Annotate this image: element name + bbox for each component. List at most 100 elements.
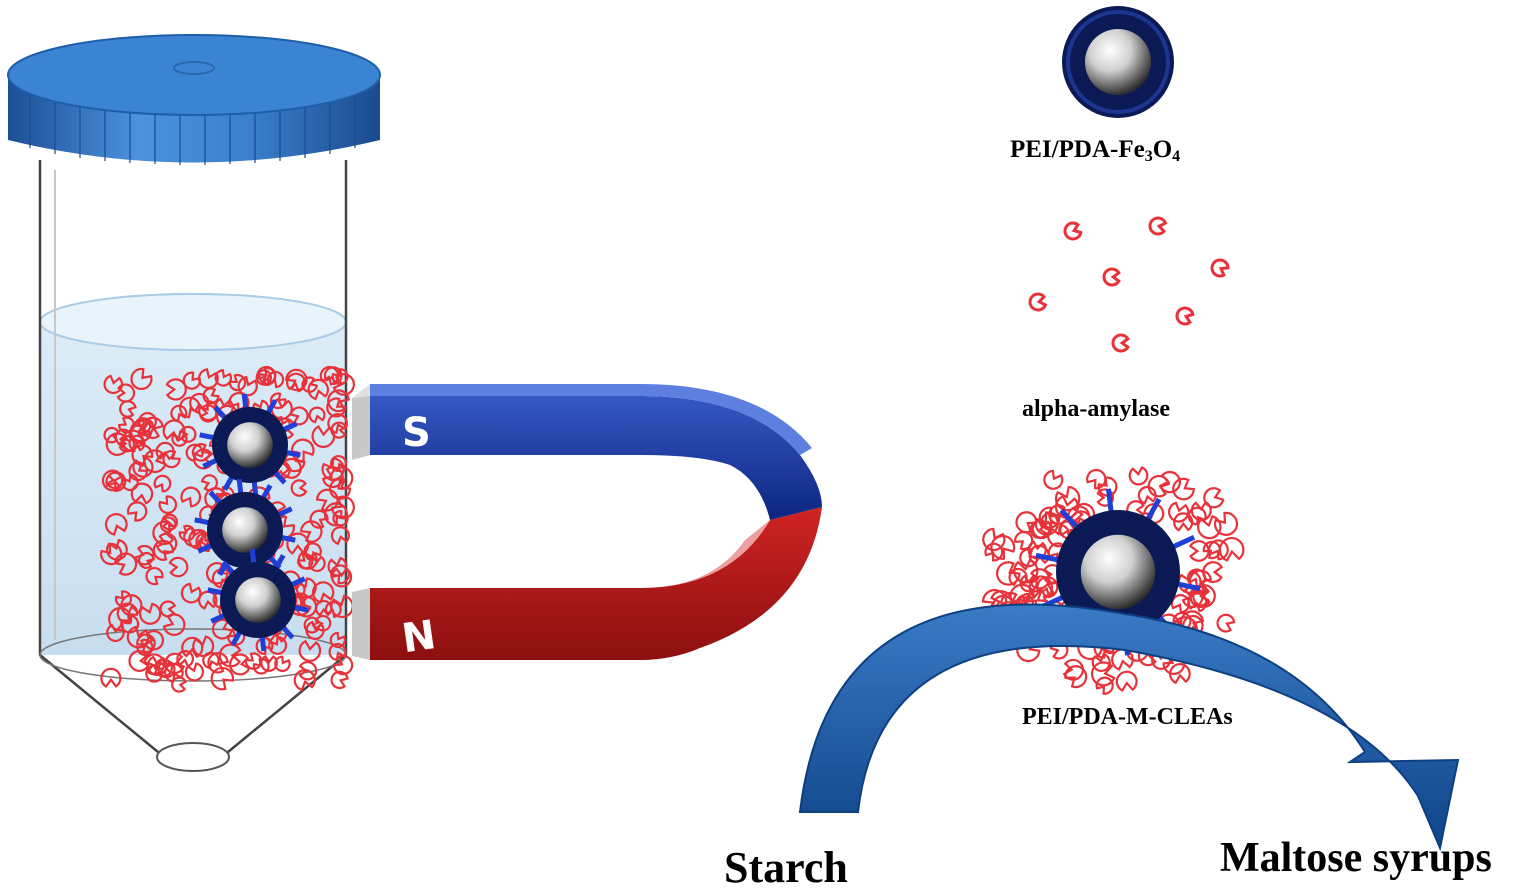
core-shell-nanoparticle-icon	[194, 478, 296, 582]
enzyme-icon	[252, 657, 270, 675]
enzyme-icon	[1208, 539, 1229, 561]
enzyme-icon	[266, 370, 285, 389]
enzyme-icon	[1015, 511, 1038, 534]
enzyme-icon	[255, 369, 272, 386]
enzyme-icon	[1102, 267, 1121, 287]
tube-nanoparticle-cluster	[194, 393, 309, 652]
enzyme-icon	[1046, 523, 1071, 548]
enzyme-icon	[100, 667, 122, 688]
enzyme-icon	[1028, 292, 1048, 312]
enzyme-icon	[237, 375, 258, 397]
enzyme-icon	[121, 473, 139, 492]
enzyme-icon	[244, 652, 263, 670]
substrate-label: Starch	[724, 843, 848, 892]
enzyme-icon	[145, 566, 164, 586]
enzyme-icon	[298, 639, 322, 662]
enzyme-icon	[1095, 676, 1114, 695]
enzyme-icon	[158, 495, 178, 514]
enzyme-icon	[1063, 221, 1083, 241]
enzyme-icon	[1148, 216, 1168, 236]
particle-label: PEI/PDA-Fe3O4	[1010, 136, 1181, 165]
cleas-label: PEI/PDA-M-CLEAs	[1022, 704, 1233, 730]
enzyme-icon	[1048, 504, 1069, 525]
enzyme-icon	[162, 450, 181, 469]
enzyme-icon	[301, 376, 318, 393]
enzyme-icon	[119, 400, 137, 418]
enzyme-icon	[1064, 665, 1088, 689]
enzyme-icon	[1203, 487, 1225, 509]
enzyme-icon	[179, 425, 197, 443]
magnet-north-label: N	[399, 612, 439, 662]
enzyme-icon	[114, 428, 133, 446]
enzyme-icon	[105, 471, 127, 493]
enzyme-icon	[202, 651, 220, 670]
enzyme-icon	[176, 650, 194, 668]
enzyme-icon	[116, 383, 136, 403]
clea-nanoparticle-icon	[1035, 488, 1201, 656]
enzyme-icon	[210, 666, 235, 691]
enzyme-icon	[1028, 575, 1054, 599]
enzyme-icon	[319, 365, 340, 386]
enzyme-icon	[178, 524, 196, 542]
enzyme-icon	[330, 670, 349, 690]
enzyme-icon	[314, 614, 332, 632]
enzyme-icon	[298, 661, 318, 681]
enzyme-icon	[182, 371, 201, 390]
enzyme-icon	[330, 564, 351, 585]
enzyme-icon	[1038, 506, 1061, 529]
enzyme-icon	[1202, 561, 1224, 583]
enzyme-icon	[128, 650, 150, 672]
enzyme-icon	[270, 397, 293, 420]
enzyme-icon	[164, 662, 184, 683]
enzyme-icon	[1128, 466, 1149, 486]
enzyme-icon	[229, 653, 251, 676]
enzyme-icon	[193, 448, 214, 470]
enzyme-icon	[1096, 488, 1115, 507]
enzyme-icon	[330, 421, 348, 439]
enzyme-icon	[1086, 468, 1107, 490]
enzyme-icon	[180, 486, 202, 508]
enzyme-icon	[120, 614, 140, 634]
enzyme-icon	[1168, 501, 1190, 523]
enzyme-icon	[128, 434, 146, 452]
enzyme-icon	[996, 561, 1021, 586]
enzyme-icon	[331, 368, 349, 386]
enzyme-icon	[1188, 540, 1210, 562]
enzyme-icon	[315, 599, 333, 617]
enzyme-icon	[1029, 568, 1051, 590]
enzyme-icon	[285, 368, 308, 392]
enzyme-icon	[330, 594, 354, 619]
enzyme-icon	[281, 457, 302, 479]
product-label: Maltose syrups	[1220, 835, 1492, 881]
enzyme-icon	[1175, 306, 1195, 326]
enzyme-icon	[1190, 500, 1212, 522]
enzyme-icon	[113, 552, 138, 576]
enzyme-icon-group	[1028, 216, 1230, 353]
enzyme-icon	[200, 474, 218, 492]
enzyme-icon	[1111, 333, 1130, 353]
enzyme-icon	[1029, 520, 1048, 539]
enzyme-icon	[106, 538, 128, 561]
magnet-south-label: S	[402, 410, 431, 456]
enzyme-icon	[326, 397, 347, 418]
enzyme-icon	[1062, 658, 1084, 681]
enzyme-icon	[1197, 514, 1222, 540]
enzyme-icon	[274, 655, 291, 673]
enzyme-icon	[181, 636, 204, 659]
enzyme-icon	[114, 590, 133, 608]
enzyme-icon	[1147, 474, 1171, 498]
enzyme-icon	[308, 406, 326, 424]
core-shell-nanoparticle-icon	[1062, 6, 1174, 118]
enzyme-icon	[143, 653, 166, 676]
enzyme-icon	[131, 444, 154, 466]
enzyme-icon	[165, 378, 187, 401]
enzyme-icon	[1213, 511, 1239, 536]
enzyme-icon	[1169, 663, 1191, 685]
enzyme-icon	[153, 474, 172, 493]
curved-arrow-icon	[798, 603, 1460, 852]
enzyme-icon	[1172, 477, 1195, 501]
enzyme-icon	[168, 556, 189, 578]
enzyme-icon	[311, 581, 335, 604]
enzyme-icon	[1188, 569, 1213, 593]
